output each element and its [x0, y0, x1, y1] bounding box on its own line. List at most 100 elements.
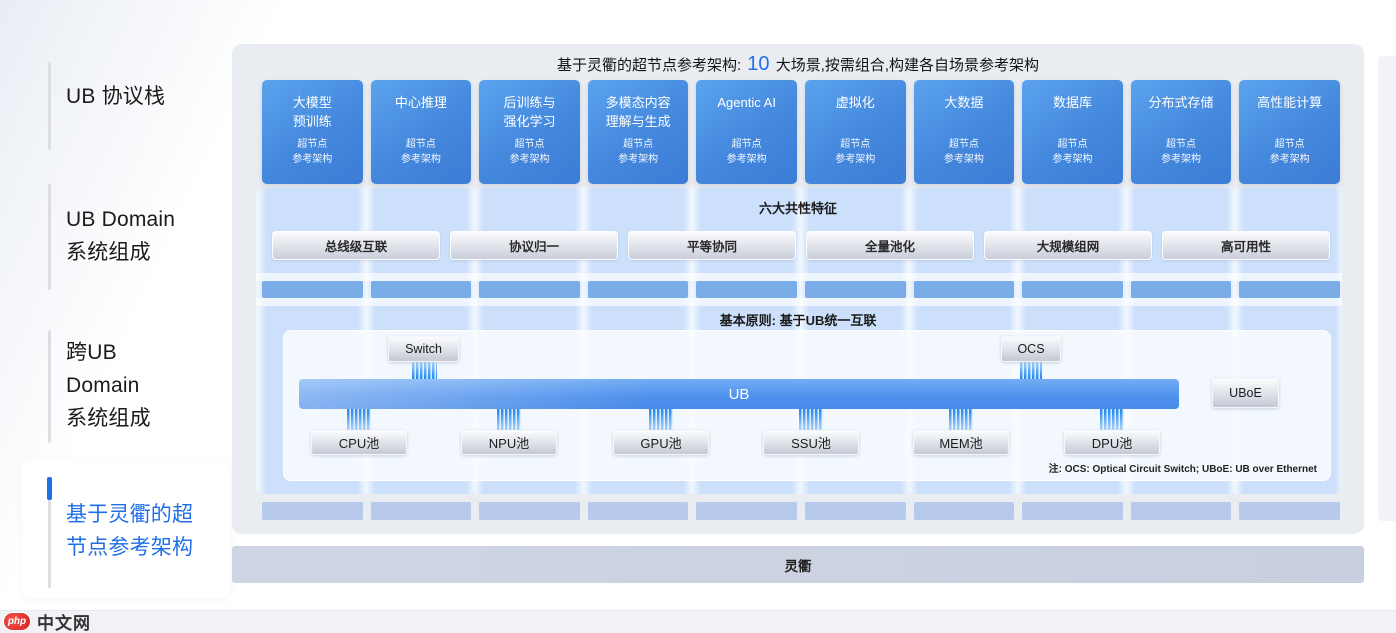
scenario-card: 分布式存储 超节点 参考架构 — [1130, 80, 1232, 184]
pool-label: SSU池 — [763, 430, 859, 455]
title-highlight-number: 10 — [747, 53, 770, 75]
scenario-card-subtitle: 超节点 参考架构 — [1052, 139, 1093, 165]
pool-cable — [949, 409, 973, 430]
page-bottom-strip — [0, 610, 1396, 633]
uboe-node: UBoE — [1212, 378, 1279, 408]
connector-bar-row-bottom — [262, 502, 1340, 520]
scenario-card-subtitle: 超节点 参考架构 — [726, 139, 767, 165]
resource-pool: NPU池 — [461, 409, 557, 455]
ub-interconnect-diagram: Switch OCS UB UBoE CPU池 NPU池 — [283, 330, 1331, 481]
watermark-text: 中文网 — [37, 614, 91, 633]
scenario-card-title: 大数据 — [944, 95, 984, 110]
features-heading: 六大共性特征 — [758, 201, 837, 216]
scenario-card-subtitle: 超节点 参考架构 — [618, 139, 659, 165]
resource-pool: CPU池 — [311, 409, 407, 455]
ocs-node: OCS — [1001, 336, 1061, 362]
scenario-card-title: 高性能计算 — [1257, 95, 1323, 110]
active-item-background — [22, 460, 230, 598]
active-item-indicator — [47, 477, 52, 500]
connector-bar — [262, 502, 363, 520]
sidebar-item-label[interactable]: UB Domain 系统组成 — [66, 208, 176, 264]
section-divider — [256, 298, 1342, 306]
sidebar-item-rail — [48, 62, 51, 150]
scenario-card-subtitle: 超节点 参考架构 — [943, 139, 984, 165]
scenario-card-title: 多模态内容 理解与生成 — [605, 95, 671, 129]
section-divider — [256, 273, 1342, 281]
diagram-footnote: 注: OCS: Optical Circuit Switch; UBoE: UB… — [1048, 464, 1317, 475]
feature-row: 总线级互联 协议归一 平等协同 全量池化 大规模组网 高可用性 — [272, 231, 1330, 260]
scenario-card-title: 虚拟化 — [835, 95, 875, 110]
pool-label: DPU池 — [1064, 430, 1160, 455]
scenario-card-subtitle: 超节点 参考架构 — [292, 139, 333, 165]
sidebar-item-label[interactable]: UB 协议栈 — [66, 85, 166, 108]
pool-cable — [799, 409, 823, 430]
scenario-card-title: 分布式存储 — [1148, 95, 1214, 110]
title-suffix: 大场景,按需组合,构建各自场景参考架构 — [771, 57, 1040, 74]
connector-bar — [1239, 502, 1340, 520]
resource-pool: MEM池 — [913, 409, 1009, 455]
feature-item: 协议归一 — [450, 231, 618, 260]
connector-bar — [370, 281, 472, 298]
resource-pool: DPU池 — [1064, 409, 1160, 455]
connector-bar — [587, 281, 689, 298]
scenario-card: 大模型 预训练 超节点 参考架构 — [262, 80, 363, 184]
connector-bar — [1022, 502, 1123, 520]
scenario-card: 高性能计算 超节点 参考架构 — [1239, 80, 1340, 184]
scenario-card-row: 大模型 预训练 超节点 参考架构 中心推理 超节点 参考架构 后训练与 强化学习… — [262, 80, 1340, 184]
connector-bar — [587, 502, 689, 520]
next-panel-peek — [1378, 56, 1396, 521]
pool-cable — [497, 409, 521, 430]
switch-node: Switch — [388, 336, 459, 362]
connector-bar — [1239, 281, 1340, 298]
pool-label: NPU池 — [461, 430, 557, 455]
ub-bus-label: UB — [728, 385, 750, 403]
ub-bus-bar: UB — [299, 379, 1179, 409]
connector-bar — [370, 502, 472, 520]
ocs-cable — [1020, 362, 1042, 379]
sidebar-item-label[interactable]: 基于灵衢的超 节点参考架构 — [66, 503, 194, 559]
scenario-card-subtitle: 超节点 参考架构 — [1161, 139, 1202, 165]
scenario-card: 虚拟化 超节点 参考架构 — [804, 80, 906, 184]
site-watermark[interactable]: php 中文网 — [3, 611, 91, 633]
connector-bar — [479, 502, 580, 520]
connector-bar — [913, 502, 1015, 520]
connector-bar — [804, 502, 906, 520]
connector-bar — [262, 281, 363, 298]
php-logo-icon[interactable]: php — [3, 612, 31, 631]
sidebar-item-rail — [48, 184, 51, 290]
scenario-card: 多模态内容 理解与生成 超节点 参考架构 — [587, 80, 689, 184]
feature-item: 平等协同 — [628, 231, 796, 260]
connector-bar — [1022, 281, 1123, 298]
scenario-card: 大数据 超节点 参考架构 — [913, 80, 1015, 184]
scenario-card-title: Agentic AI — [717, 95, 776, 110]
pool-label: GPU池 — [613, 430, 709, 455]
scenario-card: Agentic AI 超节点 参考架构 — [696, 80, 797, 184]
resource-pool: GPU池 — [613, 409, 709, 455]
connector-bar — [479, 281, 580, 298]
scenario-card-title: 后训练与 强化学习 — [503, 95, 556, 129]
connector-bar — [913, 281, 1015, 298]
scenario-card: 后训练与 强化学习 超节点 参考架构 — [479, 80, 580, 184]
scenario-card-title: 数据库 — [1052, 95, 1092, 110]
connector-bar — [696, 502, 797, 520]
pool-label: MEM池 — [913, 430, 1009, 455]
connector-bar — [1130, 281, 1232, 298]
connector-bar — [804, 281, 906, 298]
sidebar-item-label[interactable]: 跨UB Domain 系统组成 — [66, 341, 151, 430]
feature-item: 大规模组网 — [984, 231, 1152, 260]
scenario-card-subtitle: 超节点 参考架构 — [400, 139, 441, 165]
pool-label: CPU池 — [311, 430, 407, 455]
connector-bar — [696, 281, 797, 298]
lingqu-foundation-bar: 灵衢 — [232, 546, 1364, 583]
scenario-card-subtitle: 超节点 参考架构 — [835, 139, 876, 165]
connector-bar-row-top — [262, 281, 1340, 298]
feature-item: 总线级互联 — [272, 231, 440, 260]
pool-cable — [1100, 409, 1124, 430]
resource-pool: SSU池 — [763, 409, 859, 455]
connector-bar — [1130, 502, 1232, 520]
feature-item: 全量池化 — [806, 231, 974, 260]
pool-cable — [347, 409, 371, 430]
scenario-card-title: 大模型 预训练 — [292, 95, 332, 129]
title-prefix: 基于灵衢的超节点参考架构: — [556, 57, 746, 74]
scenario-card-subtitle: 超节点 参考架构 — [509, 139, 550, 165]
